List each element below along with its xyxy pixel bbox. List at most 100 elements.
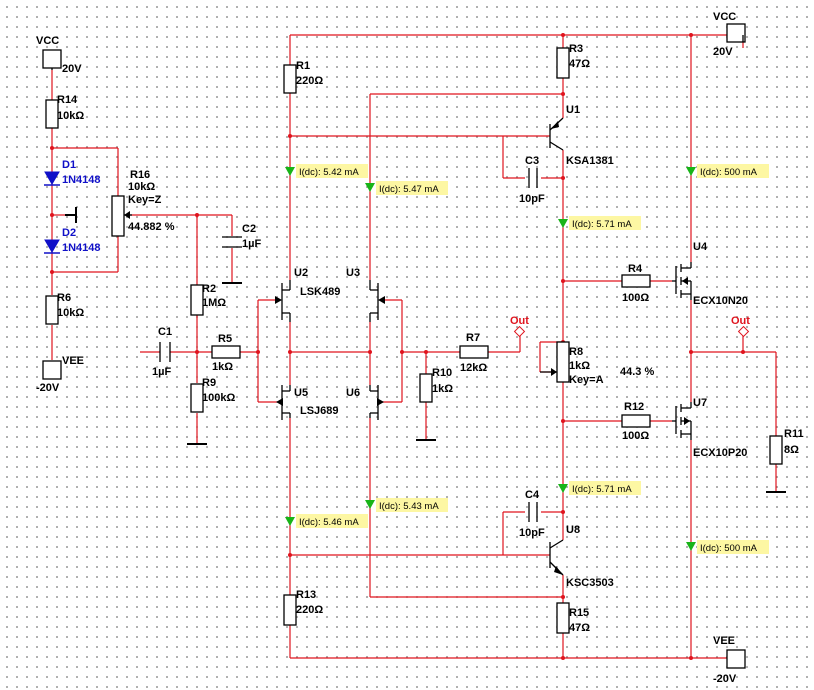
- r1-value: 220Ω: [296, 75, 323, 87]
- probe-5-label: I(dc): 5.43 mA: [379, 501, 439, 512]
- d1-ref: D1: [62, 159, 76, 171]
- r6-value: 10kΩ: [57, 307, 84, 319]
- capacitor-c2[interactable]: C2 1µF: [222, 223, 261, 250]
- resistor-r12[interactable]: R12 100Ω: [621, 401, 651, 442]
- capacitor-c3[interactable]: C3 10pF: [519, 155, 545, 205]
- vcc-left-name: VCC: [36, 35, 59, 47]
- probe-6-label: I(dc): 5.46 mA: [299, 517, 359, 528]
- out-mid-label: Out: [510, 315, 529, 327]
- vcc-right-name: VCC: [713, 11, 736, 23]
- u6-ref: U6: [346, 387, 360, 399]
- u8-part: KSC3503: [566, 577, 614, 589]
- resistor-r14[interactable]: R14 10kΩ: [45, 94, 84, 129]
- current-probe-8[interactable]: I(dc): 500 mA: [686, 540, 769, 554]
- mosfet-u4[interactable]: U4 ECX10N20: [672, 241, 748, 307]
- r10-ref: R10: [432, 367, 452, 379]
- u4-part: ECX10N20: [693, 295, 748, 307]
- resistor-r10[interactable]: R10 1kΩ: [419, 367, 453, 403]
- resistor-r13[interactable]: R13 220Ω: [283, 589, 323, 626]
- u3-ref: U3: [346, 267, 360, 279]
- resistor-r5[interactable]: R5 1kΩ: [211, 333, 241, 373]
- net-label-out-mid: Out: [510, 315, 529, 338]
- r7-value: 12kΩ: [460, 362, 487, 374]
- probe-8-label: I(dc): 500 mA: [700, 543, 758, 554]
- r1-ref: R1: [296, 60, 310, 72]
- current-probe-1[interactable]: I(dc): 5.42 mA: [285, 164, 368, 178]
- r8-key: Key=A: [569, 374, 604, 386]
- resistor-r9[interactable]: R9 100kΩ: [190, 377, 235, 413]
- c4-value: 10pF: [519, 527, 545, 539]
- current-probe-2[interactable]: I(dc): 5.47 mA: [365, 181, 448, 195]
- vee-left-name: VEE: [62, 355, 84, 367]
- resistor-r4[interactable]: R4 100Ω: [621, 263, 651, 304]
- vcc-left-symbol: VCC 20V: [36, 35, 82, 75]
- resistor-r11[interactable]: R11 8Ω: [769, 428, 804, 465]
- diode-d2[interactable]: D2 1N4148: [44, 227, 101, 254]
- u2-ref: U2: [294, 267, 308, 279]
- u7-part: ECX10P20: [693, 447, 747, 459]
- resistor-r3[interactable]: R3 47Ω: [556, 43, 590, 79]
- probe-4-label: I(dc): 500 mA: [700, 167, 758, 178]
- r2-ref: R2: [202, 283, 216, 295]
- r4-ref: R4: [628, 263, 643, 275]
- r9-ref: R9: [202, 377, 216, 389]
- vcc-right-value: 20V: [713, 46, 733, 58]
- jfet-u3[interactable]: U3: [346, 267, 385, 322]
- current-probe-4[interactable]: I(dc): 500 mA: [686, 164, 769, 178]
- net-label-out-right: Out: [731, 315, 750, 338]
- c3-value: 10pF: [519, 193, 545, 205]
- resistor-r6[interactable]: R6 10kΩ: [45, 292, 84, 325]
- d1-value: 1N4148: [62, 174, 101, 186]
- u7-ref: U7: [693, 397, 707, 409]
- u5-part: LSJ689: [300, 405, 339, 417]
- r6-ref: R6: [57, 292, 71, 304]
- current-probe-5[interactable]: I(dc): 5.43 mA: [365, 498, 448, 512]
- jfet-u5[interactable]: U5 LSJ689: [276, 385, 339, 420]
- r11-ref: R11: [784, 428, 804, 440]
- probe-2-label: I(dc): 5.47 mA: [379, 184, 439, 195]
- current-probe-7[interactable]: I(dc): 5.71 mA: [558, 481, 641, 495]
- probe-1-label: I(dc): 5.42 mA: [299, 167, 359, 178]
- resistor-r15[interactable]: R15 47Ω: [556, 602, 590, 634]
- r12-ref: R12: [624, 401, 644, 413]
- mosfet-u7[interactable]: U7 ECX10P20: [672, 397, 747, 459]
- r15-ref: R15: [569, 607, 589, 619]
- probe-7-label: I(dc): 5.71 mA: [572, 484, 632, 495]
- r16-setting: 44.882 %: [128, 221, 175, 233]
- u4-ref: U4: [693, 241, 708, 253]
- r8-setting: 44.3 %: [620, 366, 654, 378]
- potentiometer-r16[interactable]: R16 10kΩ Key=Z 44.882 %: [111, 169, 175, 237]
- current-probe-6[interactable]: I(dc): 5.46 mA: [285, 514, 368, 528]
- r13-value: 220Ω: [296, 604, 323, 616]
- diode-d1[interactable]: D1 1N4148: [44, 159, 101, 186]
- r14-ref: R14: [57, 94, 78, 106]
- r16-value: 10kΩ: [128, 181, 155, 193]
- r5-ref: R5: [218, 333, 232, 345]
- jfet-u2[interactable]: U2 LSK489: [275, 267, 340, 322]
- vcc-right-symbol: VCC 20V: [713, 11, 746, 58]
- current-probe-3[interactable]: I(dc): 5.71 mA: [558, 216, 641, 230]
- r11-value: 8Ω: [784, 444, 799, 456]
- c3-ref: C3: [525, 155, 539, 167]
- capacitor-c1[interactable]: C1 1µF: [152, 326, 172, 378]
- vee-right-symbol: VEE -20V: [713, 635, 746, 685]
- wires: [51, 34, 777, 665]
- r8-ref: R8: [569, 346, 583, 358]
- c1-ref: C1: [158, 326, 172, 338]
- resistor-r1[interactable]: R1 220Ω: [283, 60, 323, 94]
- resistor-r7[interactable]: R7 12kΩ: [459, 332, 489, 374]
- bjt-u1[interactable]: U1 KSA1381: [549, 104, 614, 167]
- r2-value: 1MΩ: [202, 297, 226, 309]
- r12-value: 100Ω: [622, 430, 649, 442]
- r7-ref: R7: [466, 332, 480, 344]
- vcc-left-value: 20V: [62, 63, 82, 75]
- bjt-u8[interactable]: U8 KSC3503: [549, 524, 614, 589]
- capacitor-c4[interactable]: C4 10pF: [519, 489, 545, 539]
- r8-value: 1kΩ: [569, 360, 590, 372]
- jfet-u6[interactable]: U6: [346, 385, 384, 420]
- r15-value: 47Ω: [569, 622, 590, 634]
- resistor-r2[interactable]: R2 1MΩ: [190, 283, 226, 316]
- c4-ref: C4: [525, 489, 540, 501]
- potentiometer-r8[interactable]: R8 1kΩ Key=A 44.3 %: [540, 341, 654, 386]
